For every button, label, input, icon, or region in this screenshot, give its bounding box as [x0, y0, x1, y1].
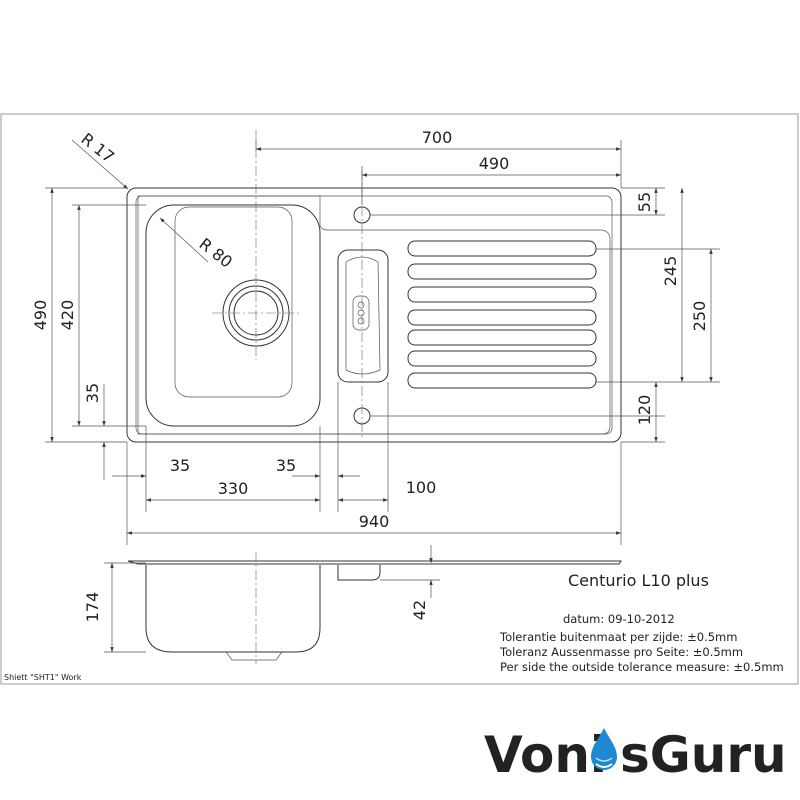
dim-r80: R 80 — [196, 234, 237, 271]
tolerance-nl: Tolerantie buitenmaat per zijde: ±0.5mm — [499, 630, 737, 644]
dim-174: 174 — [83, 592, 102, 623]
sink-bowl — [145, 204, 321, 427]
dim-35-left: 35 — [170, 456, 190, 475]
sink-side-view — [104, 545, 622, 664]
dim-r17: R 17 — [78, 129, 119, 166]
svg-text:Voni: Voni — [484, 726, 607, 784]
vonios-guru-logo: Voni sGuru — [484, 726, 787, 784]
dim-120: 120 — [635, 395, 654, 426]
dim-35-vertical: 35 — [83, 383, 102, 403]
tolerance-de: Toleranz Aussenmasse pro Seite: ±0.5mm — [499, 645, 743, 659]
dim-55: 55 — [635, 192, 654, 212]
dim-420: 420 — [58, 300, 77, 331]
dim-490-left: 490 — [31, 300, 50, 331]
side-view-overflow — [337, 565, 381, 581]
side-view-bowl — [145, 565, 321, 653]
water-drop-icon — [591, 728, 617, 770]
dim-100: 100 — [406, 478, 437, 497]
drawing-frame — [0, 113, 799, 685]
dimension-lines — [45, 139, 720, 545]
dim-250: 250 — [690, 301, 709, 332]
dim-330: 330 — [218, 479, 249, 498]
dim-490-top: 490 — [479, 154, 510, 173]
sink-outer-outline — [126, 187, 622, 443]
overflow-compartment — [337, 249, 389, 383]
sink-top-view — [126, 130, 622, 443]
dim-42: 42 — [410, 600, 429, 620]
sink-inner-deck — [135, 195, 613, 435]
svg-text:sGuru: sGuru — [620, 726, 787, 784]
dim-700: 700 — [422, 128, 453, 147]
sheet-label: Shiett "SHT1" Work — [4, 673, 82, 682]
dim-940: 940 — [359, 512, 390, 531]
dim-245: 245 — [661, 256, 680, 287]
date-label: datum: 09-10-2012 — [563, 612, 675, 626]
dim-35-right: 35 — [276, 456, 296, 475]
product-name: Centurio L10 plus — [568, 571, 709, 590]
side-view-rim — [127, 560, 622, 565]
tolerance-en: Per side the outside tolerance measure: … — [500, 660, 784, 674]
drainer-ribs — [407, 240, 597, 389]
